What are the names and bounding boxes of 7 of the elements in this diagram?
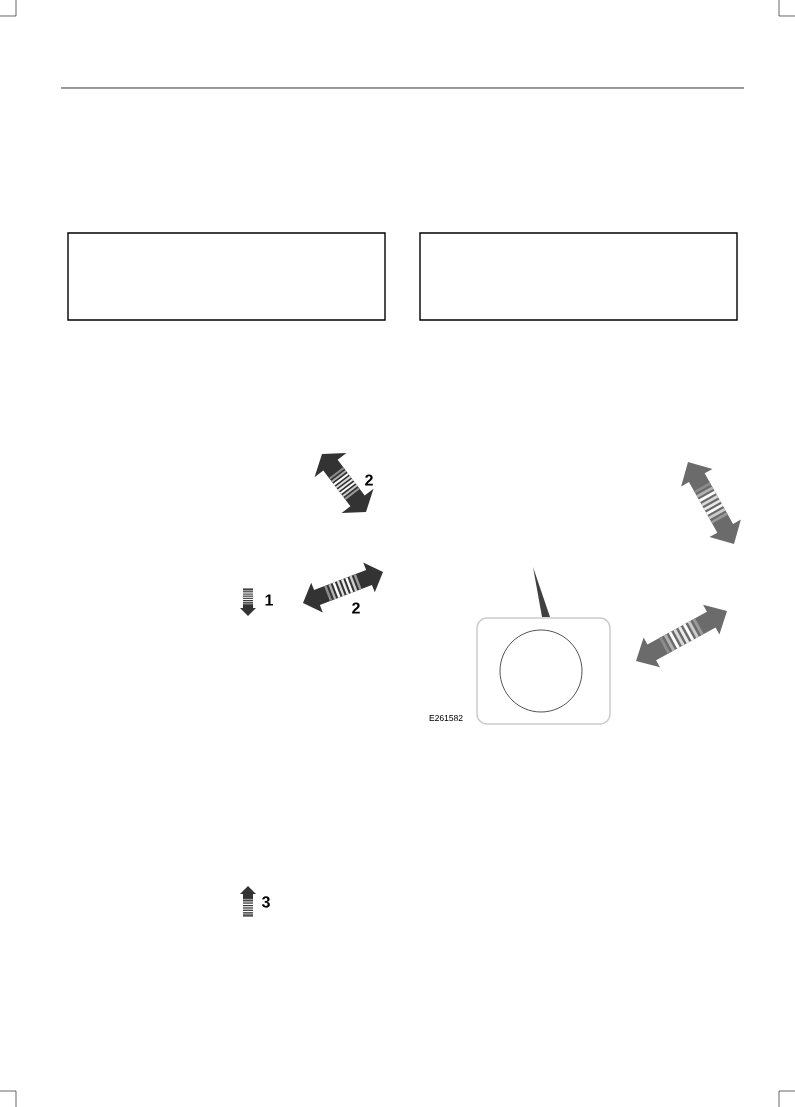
callout-number: 1 [265,594,273,606]
empty-box [419,232,738,321]
empty-box [67,232,386,321]
callout-number: 2 [365,474,373,486]
figure-code: E261582 [429,715,463,721]
callout-number: 2 [352,602,360,614]
callout-number: 3 [261,896,270,908]
